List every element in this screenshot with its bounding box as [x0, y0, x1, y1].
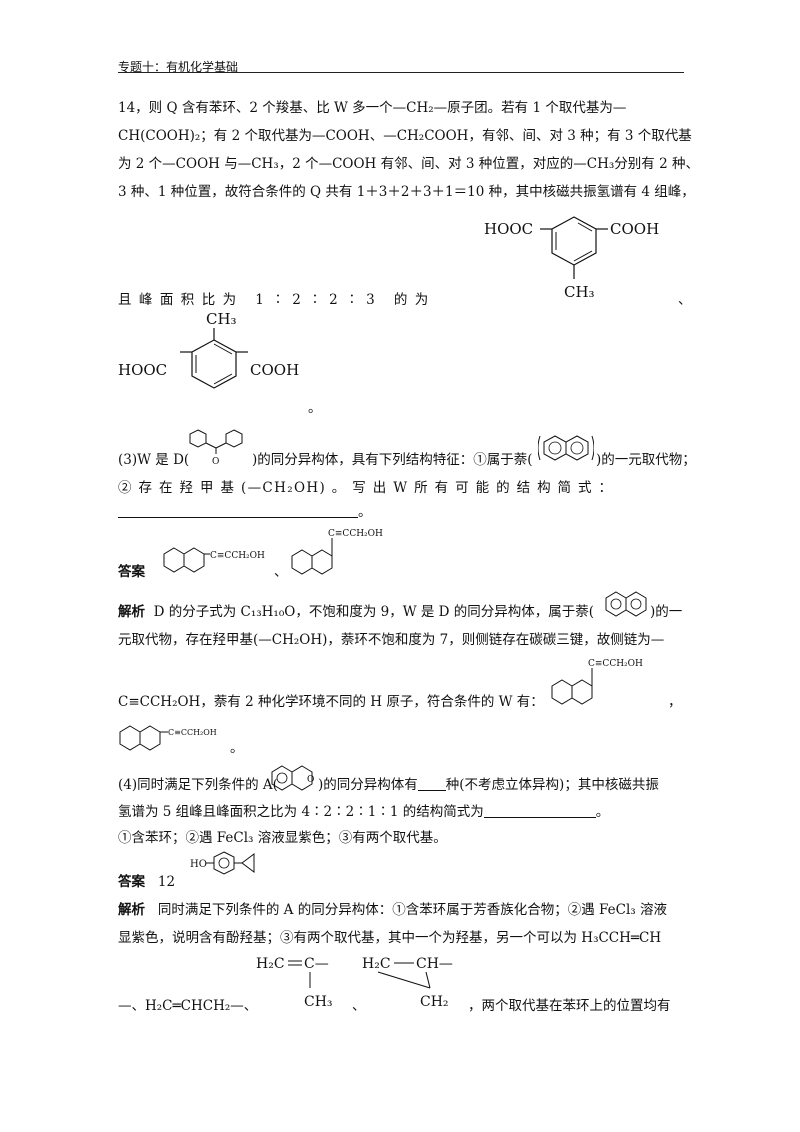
- q4-text-a: (4)同时满足下列条件的 A(: [118, 777, 278, 793]
- answer3-side-chain-2: C≡CCH₂OH: [328, 529, 383, 539]
- answer3-structure-2-naphthyl: C≡CCH₂OH: [163, 547, 265, 573]
- mol2-left-label: HOOC: [118, 361, 167, 379]
- analysis3-line-3: C≡CCH₂OH，萘有 2 种化学环境不同的 H 原子，符合条件的 W 有：: [118, 694, 544, 710]
- answer-label-3: 答案: [118, 564, 145, 580]
- naphthalene-structure-1: [538, 435, 594, 461]
- text-line-3: 为 2 个—COOH 与—CH₃，2 个—COOH 有邻、间、对 3 种位置，对…: [118, 156, 699, 172]
- q4-conditions: ①含苯环；②遇 FeCl₃ 溶液显紫色；③有两个取代基。: [118, 830, 447, 846]
- structure-blank[interactable]: [483, 803, 596, 818]
- q4-text-b: )的同分异构体有: [318, 777, 418, 793]
- count-blank[interactable]: [417, 776, 446, 791]
- mol1-left-label: HOOC: [484, 220, 533, 238]
- text-line-5: 且峰面积比为 1∶2∶2∶3 的为: [118, 292, 436, 308]
- analysis3-structure-1-naphthyl: C≡CCH₂OH: [551, 659, 643, 705]
- analysis3-text-a: D 的分子式为 C₁₃H₁₀O，不饱和度为 9，W 是 D 的同分异构体，属于萘…: [153, 604, 595, 620]
- q3-text-b: )的同分异构体，具有下列结构特征：①属于萘(: [252, 452, 533, 468]
- molecule-methylisophthalic-acid: HOOC COOH CH₃: [484, 216, 659, 301]
- benzophenone-structure: O: [189, 429, 243, 466]
- frag2-c-label: CH₂: [420, 994, 449, 1010]
- naphthalene-structure-2: [605, 591, 647, 617]
- analysis4-text-3a: —、H₂C═CHCH₂—、: [118, 998, 258, 1014]
- answer3-separator: 、: [274, 564, 288, 580]
- ring-oxygen-label: O: [307, 775, 314, 785]
- frag1-a-label: H₂C: [256, 956, 285, 972]
- analysis3-end: 。: [230, 740, 244, 756]
- molecule-methylphthalic-acid: CH₃ HOOC COOH: [118, 310, 299, 389]
- header-rule: [118, 72, 684, 73]
- q3-blank-end: 。: [358, 504, 372, 520]
- answer4-structure-cyclopropylphenol: HO: [190, 851, 255, 875]
- q3-text-c: )的一元取代物；: [596, 452, 696, 468]
- q4-line-1: )的同分异构体有 种(不考虑立体异构)；其中核磁共振: [318, 775, 659, 795]
- analysis4-line-1: 解析 同时满足下列条件的 A 的同分异构体：①含苯环属于芳香族化合物；②遇 Fe…: [118, 900, 667, 920]
- analysis3-line-2: 元取代物，存在羟甲基(—CH₂OH)，萘环不饱和度为 7，则侧链存在碳碳三键，故…: [118, 632, 665, 648]
- text-line-2: CH(COOH)₂；有 2 个取代基为—COOH、—CH₂COOH，有邻、间、对…: [118, 128, 692, 144]
- text-line-6-end: 。: [308, 400, 322, 416]
- analysis3-line-1: 解析 D 的分子式为 C₁₃H₁₀O，不饱和度为 9，W 是 D 的同分异构体，…: [118, 602, 594, 622]
- mol1-bottom-label: CH₃: [564, 283, 595, 301]
- fragment-cyclopropyl: H₂C CH— CH₂: [362, 956, 453, 1010]
- analysis4-text-3c: ，两个取代基在苯环上的位置均有: [468, 998, 671, 1014]
- analysis-label-3: 解析: [118, 604, 145, 620]
- mol2-right-label: COOH: [250, 361, 299, 379]
- frag1-b-label: C—: [304, 956, 329, 972]
- analysis3-side-chain-2: C≡CCH₂OH: [168, 728, 217, 737]
- answer4-ho-label: HO: [190, 859, 207, 870]
- frag2-b-label: CH—: [416, 956, 453, 972]
- d-oxygen-label: O: [212, 457, 219, 466]
- text-line-4: 3 种、1 种位置，故符合条件的 Q 共有 1＋3＋2＋3＋1＝10 种，其中核…: [118, 184, 695, 200]
- frag1-c-label: CH₃: [304, 994, 333, 1010]
- frag2-a-label: H₂C: [362, 956, 391, 972]
- analysis4-text-1: 同时满足下列条件的 A 的同分异构体：①含苯环属于芳香族化合物；②遇 FeCl₃…: [157, 902, 667, 918]
- analysis3-structure-2-naphthyl: C≡CCH₂OH: [119, 725, 217, 751]
- analysis4-line-2: 显紫色，说明含有酚羟基；③有两个取代基，其中一个为羟基，另一个可以为 H₃CCH…: [118, 930, 662, 946]
- answer3-side-chain-1: C≡CCH₂OH: [210, 551, 265, 561]
- analysis3-comma: ，: [668, 694, 682, 710]
- isochroman-structure: O: [271, 765, 314, 791]
- page-header: 专题十：有机化学基础: [118, 60, 239, 74]
- answer-label-4: 答案: [118, 874, 145, 890]
- q3-text-a: (3)W 是 D(: [118, 452, 190, 468]
- mol2-top-label: CH₃: [206, 310, 237, 328]
- analysis4-text-3b: 、: [352, 998, 366, 1014]
- analysis3-text-b: )的一: [650, 604, 683, 620]
- answer4-line: 答案 12: [118, 872, 175, 892]
- answer-blank[interactable]: [118, 503, 358, 518]
- analysis3-side-chain-1: C≡CCH₂OH: [588, 659, 643, 669]
- q4-line-2: 氢谱为 5 组峰且峰面积之比为 4∶2∶2∶1∶1 的结构简式为 。: [118, 802, 609, 822]
- analysis-label-4: 解析: [118, 902, 145, 918]
- q3-answer-blank-line: 。: [118, 502, 372, 522]
- q4-text-d: 氢谱为 5 组峰且峰面积之比为 4∶2∶2∶1∶1 的结构简式为: [118, 804, 484, 820]
- mol1-right-label: COOH: [610, 220, 659, 238]
- text-line-1: 14，则 Q 含有苯环、2 个羧基、比 W 多一个—CH₂—原子团。若有 1 个…: [118, 100, 627, 116]
- answer3-structure-1-naphthyl: C≡CCH₂OH: [291, 529, 383, 575]
- q3-text-d: ② 存 在 羟 甲 基 (—CH₂OH) 。 写 出 W 所 有 可 能 的 结…: [118, 480, 614, 496]
- q4-text-d-end: 。: [595, 804, 610, 820]
- fragment-isopropenyl: H₂C C— CH₃: [256, 956, 333, 1010]
- text-line-5-sep: 、: [678, 292, 692, 308]
- q4-text-c: 种(不考虑立体异构)；其中核磁共振: [445, 777, 659, 793]
- answer4-number: 12: [157, 874, 176, 890]
